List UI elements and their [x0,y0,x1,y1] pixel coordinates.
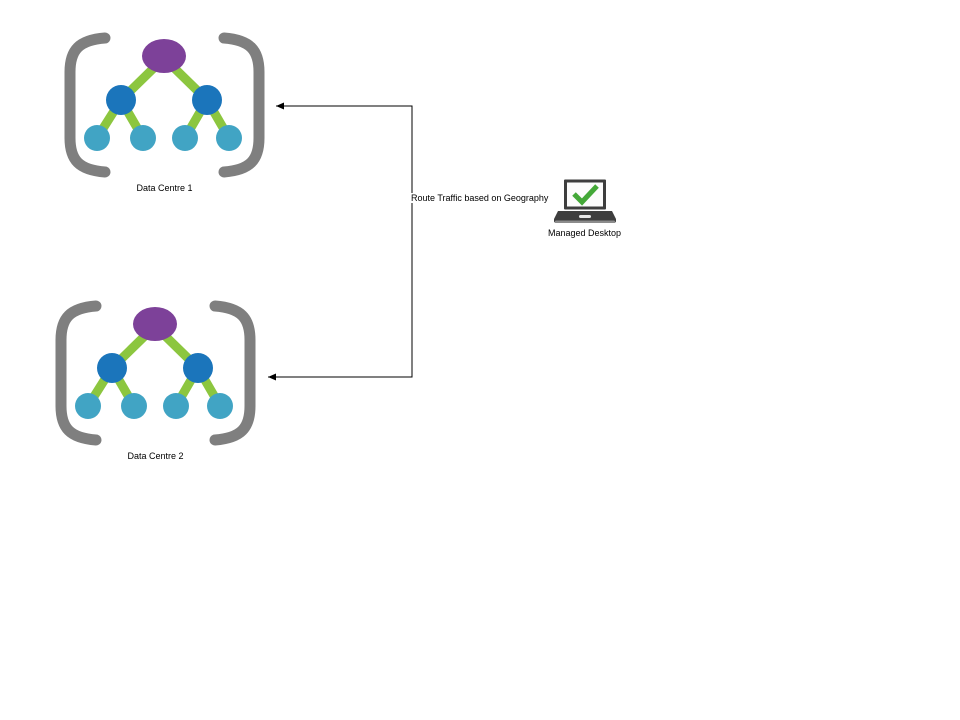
root-node [142,39,186,73]
mid-node [97,353,127,383]
laptop-touchpad-slot [578,215,591,218]
connector-desktop-to-dc2 [268,200,413,381]
node-data-centre-1: Data Centre 1 [57,30,272,193]
data-centre-icon [64,32,265,178]
node-label: Data Centre 2 [127,451,184,461]
leaf-node [75,393,101,419]
connector-label: Route Traffic based on Geography [410,193,550,203]
data-centre-icon [55,300,256,446]
leaf-node [216,125,242,151]
laptop-base-edge [554,220,615,223]
right-bracket-shape [218,32,265,178]
leaf-node [163,393,189,419]
node-label: Managed Desktop [548,228,622,238]
root-node [133,307,177,341]
node-data-centre-2: Data Centre 2 [48,298,263,461]
leaf-node [172,125,198,151]
check-icon [571,184,599,206]
leaf-node [84,125,110,151]
right-bracket-shape [209,300,256,446]
laptop-screen [566,182,603,207]
mid-node [192,85,222,115]
leaf-node [121,393,147,419]
node-label: Data Centre 1 [136,183,193,193]
mid-node [106,85,136,115]
left-bracket-shape [55,300,102,446]
laptop-icon [553,179,616,223]
mid-node [183,353,213,383]
connector-desktop-to-dc1 [276,102,548,201]
left-bracket-shape [64,32,111,178]
leaf-node [207,393,233,419]
node-managed-desktop: Managed Desktop [548,179,621,238]
leaf-node [130,125,156,151]
